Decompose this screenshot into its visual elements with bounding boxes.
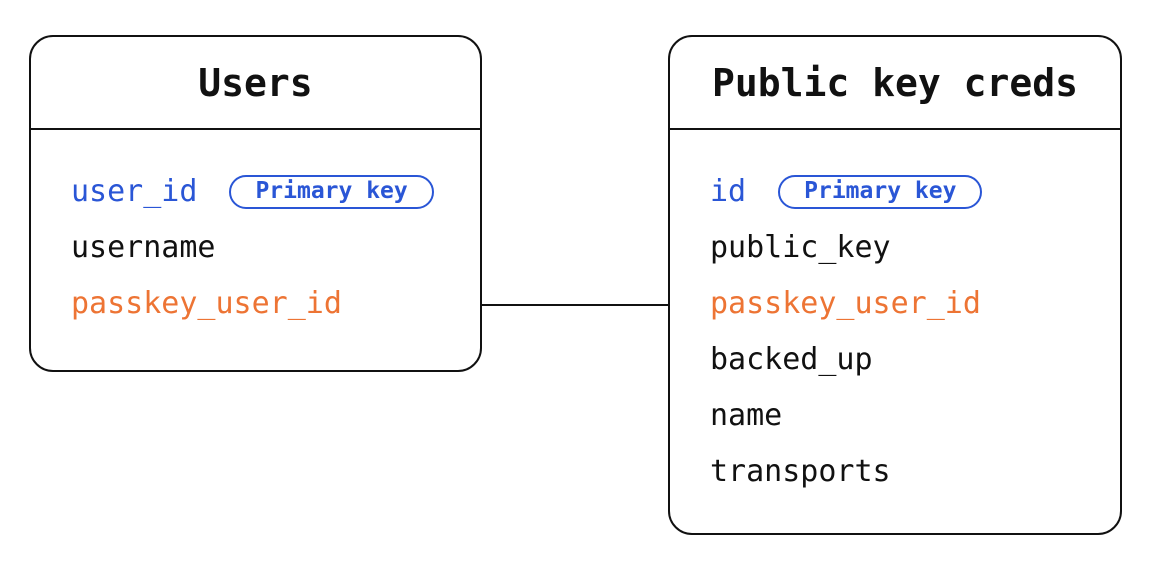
table-node-public-key-creds: Public key creds id Primary key public_k… [668,35,1122,535]
field-row: username [71,220,480,276]
table-fields-users: user_id Primary key username passkey_use… [31,130,480,332]
field-name-username: username [71,230,216,265]
field-row: public_key [710,220,1120,276]
field-row: id Primary key [710,164,1120,220]
field-name-public-key: public_key [710,230,891,265]
field-row: transports [710,444,1120,500]
field-row: passkey_user_id [710,276,1120,332]
field-name-id: id [710,174,747,209]
primary-key-badge: Primary key [778,175,983,209]
field-name-user-id: user_id [71,174,198,209]
field-row: name [710,388,1120,444]
field-name-backed-up: backed_up [710,342,873,377]
field-row: backed_up [710,332,1120,388]
field-name-name: name [710,398,783,433]
table-title-public-key-creds: Public key creds [670,37,1120,130]
table-fields-public-key-creds: id Primary key public_key passkey_user_i… [670,130,1120,500]
primary-key-badge: Primary key [229,175,434,209]
table-title-users: Users [31,37,480,130]
field-row: passkey_user_id [71,276,480,332]
field-name-transports: transports [710,454,891,489]
table-node-users: Users user_id Primary key username passk… [29,35,482,372]
field-name-passkey-user-id: passkey_user_id [71,286,342,321]
field-row: user_id Primary key [71,164,480,220]
relationship-connector [480,304,670,306]
field-name-passkey-user-id: passkey_user_id [710,286,981,321]
